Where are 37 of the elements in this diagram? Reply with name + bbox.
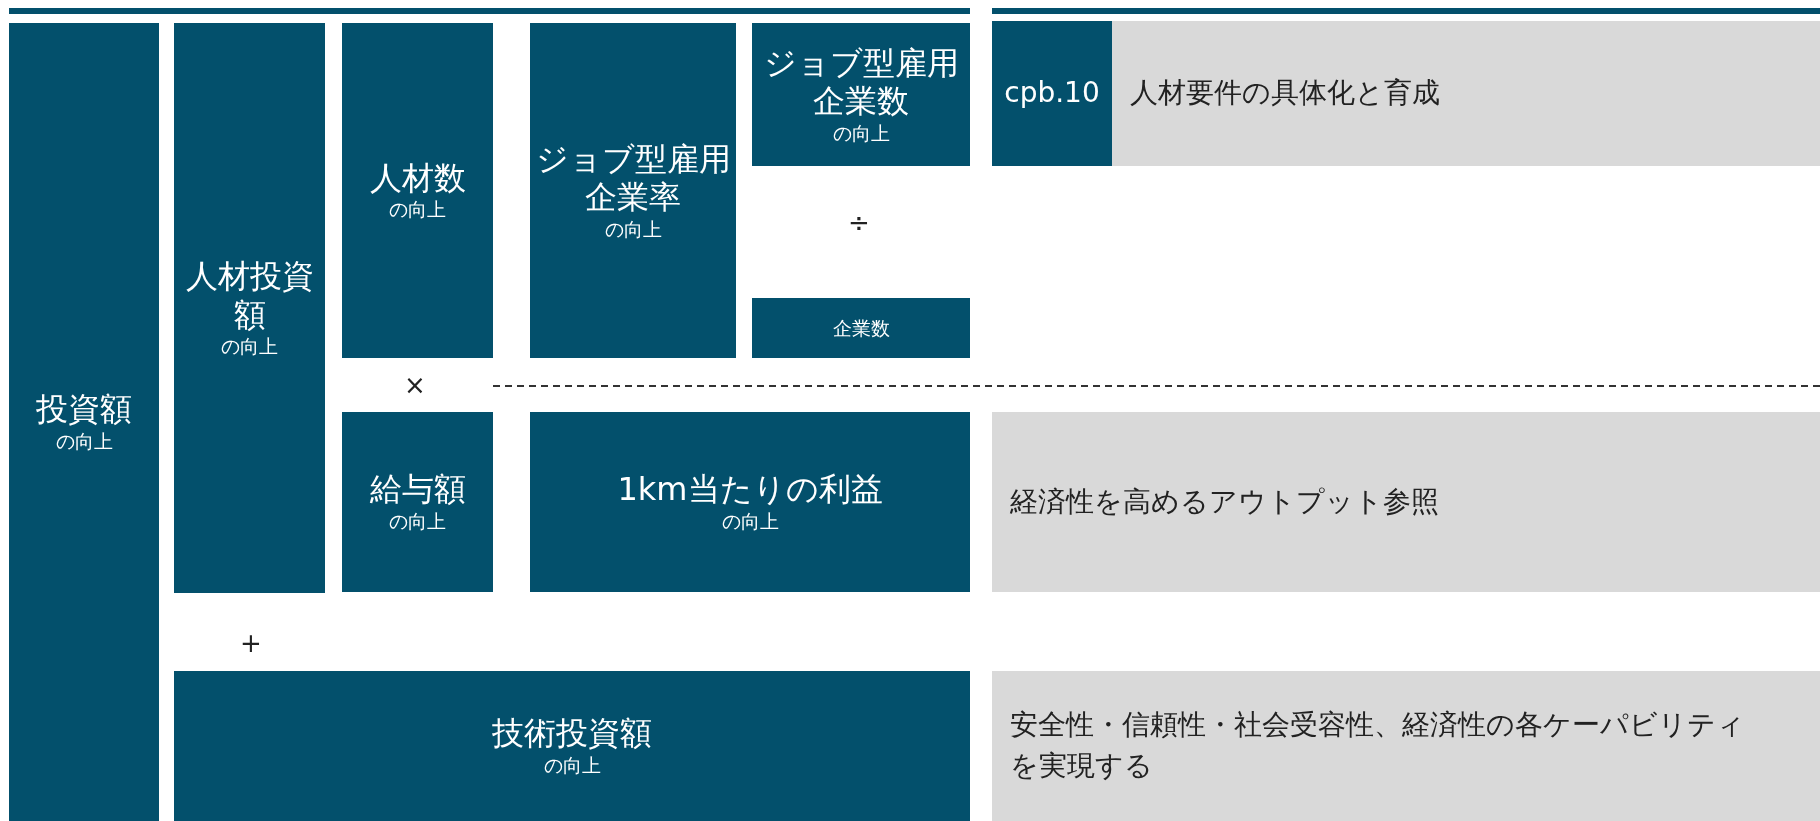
metric-label: 1km当たりの利益 [617, 470, 883, 509]
subtitle-text: の向上 [55, 428, 113, 454]
metric-box [174, 23, 325, 593]
code-label: cpb.10 [1004, 75, 1100, 112]
metric-label: 企業数 [832, 315, 890, 341]
metric-box [342, 23, 493, 358]
code-box [992, 21, 1112, 166]
subtitle-text: の向上 [389, 508, 446, 534]
subtitle-text: の向上 [389, 197, 446, 223]
operator-symbol: + [240, 628, 262, 658]
metric-label: 人材投資額 [184, 257, 315, 335]
operator-symbol: × [404, 370, 426, 400]
subtitle-text: の向上 [721, 508, 779, 534]
description-text: 安全性・信頼性・社会受容性、経済性の各ケーパビリティを実現する [1010, 707, 1746, 784]
metric-box [752, 298, 970, 358]
metric-box [9, 23, 159, 821]
metric-label: 給与額 [369, 470, 466, 509]
metric-label: 投資額 [36, 390, 132, 429]
description-box [1112, 21, 1820, 166]
metric-label: ジョブ型雇用企業数 [762, 43, 960, 121]
metric-box [530, 412, 970, 592]
subtitle-text: の向上 [221, 334, 278, 359]
operator-symbol: ÷ [848, 208, 870, 238]
subtitle-text: の向上 [604, 216, 662, 242]
subtitle-text: の向上 [543, 752, 601, 778]
subtitle-text: の向上 [832, 120, 890, 146]
metric-label: 人材数 [369, 158, 466, 198]
description-box [992, 412, 1820, 592]
description-box [992, 671, 1820, 821]
metric-box [530, 23, 736, 358]
metric-box [342, 412, 493, 592]
description-text: 人材要件の具体化と育成 [1130, 75, 1440, 112]
metric-box [752, 23, 970, 166]
description-text: 経済性を高めるアウトプット参照 [1010, 483, 1439, 520]
metric-label: ジョブ型雇用企業率 [534, 139, 732, 217]
metric-box [174, 671, 970, 821]
metric-label: 技術投資額 [492, 714, 652, 753]
